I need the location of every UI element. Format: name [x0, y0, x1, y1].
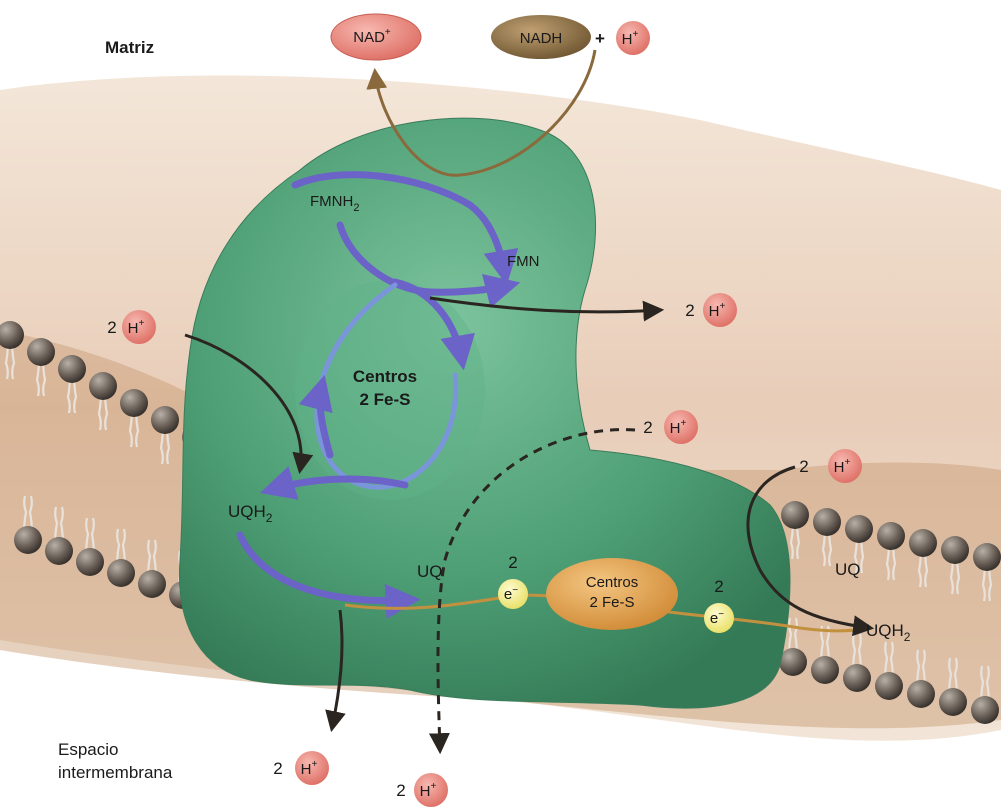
nadh-label: NADH — [520, 30, 563, 47]
lipid-head — [941, 536, 969, 564]
proton-bottom-center-count: 2 — [396, 781, 405, 800]
lipid-head — [875, 672, 903, 700]
lipid-head — [120, 389, 148, 417]
lipid-head — [813, 508, 841, 536]
intermembrane-label-line2: intermembrana — [58, 763, 173, 782]
proton-right-membrane-count: 2 — [799, 457, 808, 476]
lipid-head — [45, 537, 73, 565]
lipid-head — [27, 338, 55, 366]
top-reaction: NAD+ NADH + H+ — [331, 14, 650, 60]
proton-top: H+ — [616, 21, 650, 55]
lipid-head — [779, 648, 807, 676]
fes-centers-oval: Centros 2 Fe-S — [546, 558, 678, 630]
lipid-head — [843, 664, 871, 692]
proton-matrix-right-count: 2 — [685, 301, 694, 320]
reaction-plus: + — [595, 29, 605, 48]
lipid-head — [973, 543, 1001, 571]
lipid-head — [781, 501, 809, 529]
lipid-head — [939, 688, 967, 716]
nadh-oval: NADH — [491, 15, 591, 59]
lipid-head — [909, 529, 937, 557]
proton-matrix-left-count: 2 — [107, 318, 116, 337]
fes-inner-label-line2: 2 Fe-S — [359, 390, 410, 409]
fes-oval-label-line2: 2 Fe-S — [589, 594, 634, 611]
electron-count-left: 2 — [508, 553, 517, 572]
intermembrane-label-line1: Espacio — [58, 740, 118, 759]
lipid-head — [14, 526, 42, 554]
fmn-label: FMN — [507, 253, 540, 270]
proton-dashed-source-count: 2 — [643, 418, 652, 437]
uq-left-label: UQ — [417, 562, 443, 581]
lipid-head — [811, 656, 839, 684]
fes-oval-label-line1: Centros — [586, 574, 639, 591]
lipid-head — [877, 522, 905, 550]
matrix-label: Matriz — [105, 38, 154, 57]
uq-right-label: UQ — [835, 560, 861, 579]
lipid-head — [107, 559, 135, 587]
lipid-head — [907, 680, 935, 708]
lipid-head — [138, 570, 166, 598]
electron-count-right: 2 — [714, 577, 723, 596]
lipid-head — [76, 548, 104, 576]
nad-plus-oval: NAD+ — [331, 14, 421, 60]
fes-inner-label-line1: Centros — [353, 367, 417, 386]
lipid-head — [58, 355, 86, 383]
lipid-head — [971, 696, 999, 724]
lipid-head — [845, 515, 873, 543]
lipid-head — [89, 372, 117, 400]
lipid-head — [151, 406, 179, 434]
proton-bottom-left-count: 2 — [273, 759, 282, 778]
